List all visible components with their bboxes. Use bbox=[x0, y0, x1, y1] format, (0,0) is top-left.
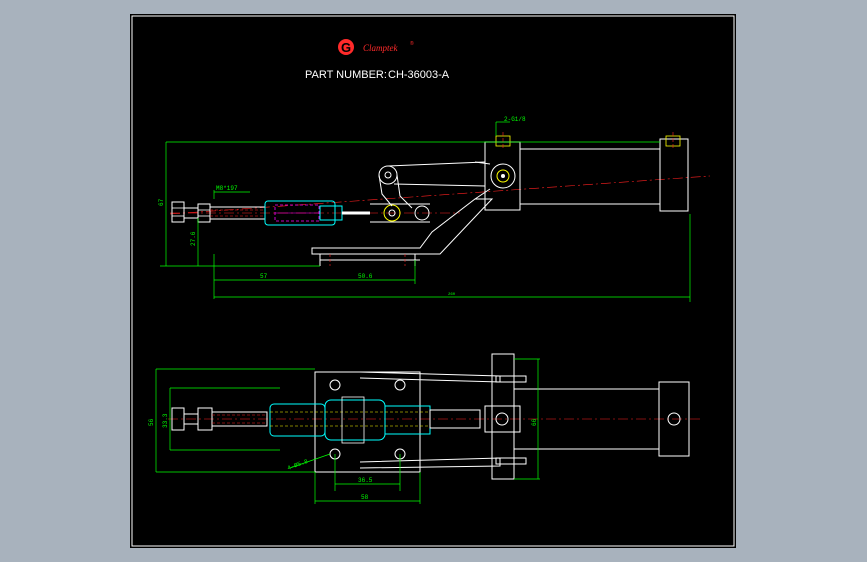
centerline bbox=[169, 175, 711, 215]
pivot-pin bbox=[383, 204, 401, 222]
pivot-pin-2 bbox=[414, 205, 430, 221]
base-plate bbox=[311, 198, 494, 255]
dim-height-total: 67 bbox=[158, 198, 165, 206]
logo-mark bbox=[338, 39, 354, 55]
top-threaded-rod bbox=[211, 411, 268, 427]
top-view: 56 33.3 4-Ø5.8 36.5 58 66 bbox=[148, 353, 700, 504]
plunger-housing bbox=[264, 200, 336, 226]
dim-bore: M8*197 bbox=[216, 185, 238, 192]
dim-width-outer: 56 bbox=[148, 418, 155, 426]
spindle-nut bbox=[171, 201, 185, 223]
brand-logo: G Clamptek ® bbox=[338, 39, 414, 55]
side-view: 2-G1/8 M8*197 67 27.6 57 50.6 260 bbox=[158, 116, 711, 302]
mount-hole-1 bbox=[329, 379, 341, 391]
logo-letter: G bbox=[341, 40, 351, 55]
top-cylinder-endcap bbox=[658, 381, 690, 457]
mount-hole-2 bbox=[394, 379, 406, 391]
dim-offset-mid: 50.6 bbox=[358, 273, 373, 280]
logo-name: Clamptek bbox=[363, 43, 398, 53]
dim-spacing-outer: 58 bbox=[361, 494, 369, 501]
top-plunger bbox=[269, 403, 326, 437]
air-cylinder bbox=[519, 148, 661, 205]
part-number-label: PART NUMBER: bbox=[305, 69, 387, 81]
dim-width-inner: 33.3 bbox=[162, 413, 169, 428]
drawing-frame bbox=[131, 15, 735, 547]
cylinder-endcap bbox=[659, 138, 689, 212]
logo-registered: ® bbox=[410, 40, 414, 47]
drawing-viewport[interactable]: G Clamptek ® PART NUMBER: CH-36003-A bbox=[130, 14, 736, 548]
clevis-pin bbox=[490, 163, 516, 189]
dim-offset-left: 57 bbox=[260, 273, 268, 280]
dim-height-lower: 27.6 bbox=[190, 231, 197, 246]
dim-port: 2-G1/8 bbox=[504, 116, 526, 123]
dim-holes: 4-Ø5.8 bbox=[286, 458, 309, 472]
top-clevis bbox=[491, 353, 515, 480]
dim-length-total: 260 bbox=[448, 293, 456, 297]
part-number-value: CH-36003-A bbox=[388, 69, 450, 81]
handle-hinge bbox=[378, 165, 398, 185]
cad-drawing: G Clamptek ® PART NUMBER: CH-36003-A bbox=[131, 15, 735, 547]
dim-spacing-inner: 36.5 bbox=[358, 477, 373, 484]
dim-height-right: 66 bbox=[531, 418, 538, 426]
